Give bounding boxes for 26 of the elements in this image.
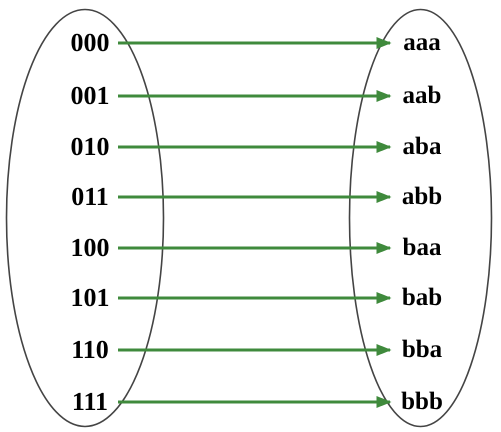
code-label: baa <box>390 233 454 263</box>
code-label: 000 <box>62 28 118 58</box>
arrow <box>118 242 392 254</box>
arrow <box>118 344 392 356</box>
arrow <box>118 292 392 304</box>
code-label: 101 <box>62 283 118 313</box>
ellipse-outline <box>348 8 493 428</box>
arrow <box>118 191 392 203</box>
code-label: bbb <box>390 387 454 417</box>
code-label: 011 <box>62 182 118 212</box>
code-label: aba <box>390 132 454 162</box>
ellipse-outline <box>5 8 165 428</box>
code-label: bba <box>390 335 454 365</box>
code-label: aaa <box>390 28 454 58</box>
code-label: 100 <box>62 233 118 263</box>
code-label: bab <box>390 283 454 313</box>
arrow <box>118 396 392 408</box>
arrow <box>118 90 392 102</box>
arrow <box>118 141 392 153</box>
code-label: 001 <box>62 81 118 111</box>
arrow <box>118 37 392 49</box>
code-label: aab <box>390 81 454 111</box>
code-label: 110 <box>62 335 118 365</box>
code-label: abb <box>390 182 454 212</box>
code-label: 111 <box>62 387 118 417</box>
code-label: 010 <box>62 132 118 162</box>
